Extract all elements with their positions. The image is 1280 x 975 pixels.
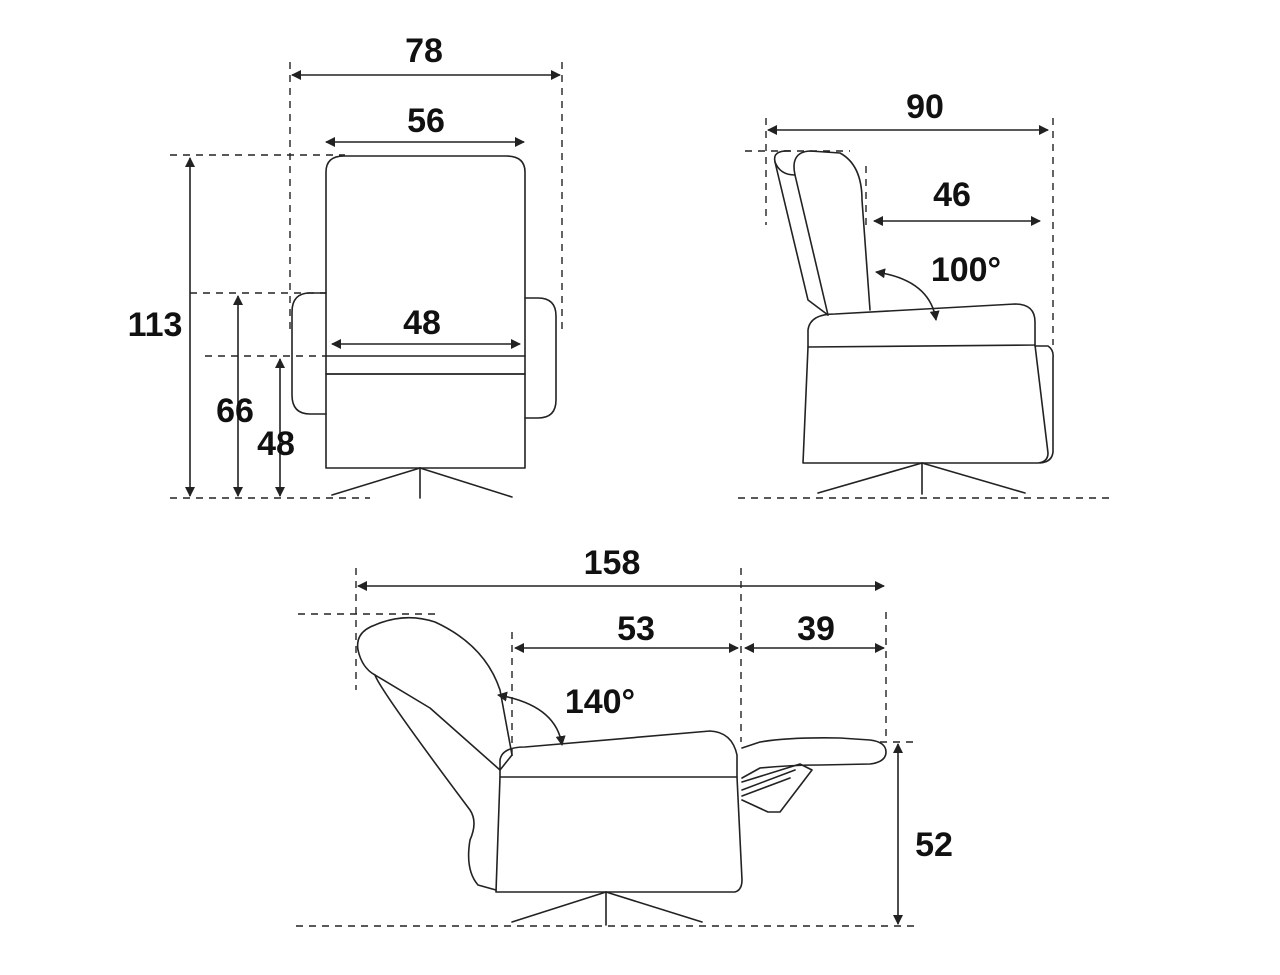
- reclined-swivel-leg: [511, 891, 607, 923]
- front-backrest: [325, 155, 526, 357]
- side-headrest-fold: [774, 161, 829, 316]
- dim-width-outer-label: 78: [405, 32, 443, 70]
- reclined-headrest-fold: [357, 649, 501, 771]
- front-swivel-leg: [331, 467, 421, 496]
- front-left-armrest: [291, 292, 327, 415]
- reclined-footrest: [741, 737, 887, 779]
- side-view: 90 46 100°: [738, 88, 1115, 499]
- side-footrest-closed: [1034, 345, 1054, 464]
- front-swivel-leg: [419, 467, 513, 498]
- dim-width-seat-label: 48: [403, 304, 441, 342]
- backrest-angle-label: 140°: [565, 683, 635, 721]
- dim-length-footrest-label: 39: [797, 610, 835, 648]
- side-seat-cushion: [807, 303, 1036, 348]
- reclined-back-lower: [374, 674, 497, 891]
- front-right-armrest: [524, 297, 557, 419]
- dim-height-seat-label: 48: [257, 425, 295, 463]
- dim-height-armrest-label: 66: [216, 392, 254, 430]
- reclined-view: 158 53 39 140° 52: [296, 544, 953, 927]
- front-view: 78 56 48 113 66 48: [128, 32, 563, 499]
- reclined-swivel-leg: [605, 891, 703, 923]
- backrest-angle-label: 100°: [931, 251, 1001, 289]
- reclined-seat-cushion: [499, 730, 738, 778]
- dim-height-total-label: 113: [128, 306, 183, 344]
- side-backrest: [793, 150, 871, 316]
- dim-depth-total-label: 90: [906, 88, 944, 126]
- reclined-footrest-mechanism: [741, 763, 813, 813]
- side-swivel-leg: [817, 462, 923, 494]
- dim-length-total-label: 158: [584, 544, 641, 582]
- dim-footrest-height-label: 52: [915, 826, 953, 864]
- angle-arc: [497, 691, 566, 746]
- dim-length-seat-label: 53: [617, 610, 655, 648]
- angle-arc: [875, 268, 940, 321]
- side-base: [802, 344, 1049, 464]
- reclined-base: [495, 776, 743, 893]
- side-swivel-leg: [921, 462, 1026, 494]
- dim-width-back-label: 56: [407, 102, 445, 140]
- front-base: [325, 373, 526, 469]
- reclined-footrest-mechanism: [741, 769, 796, 797]
- front-seat-cushion: [325, 355, 526, 375]
- dim-depth-seat-label: 46: [933, 176, 971, 214]
- reclined-backrest: [356, 616, 513, 771]
